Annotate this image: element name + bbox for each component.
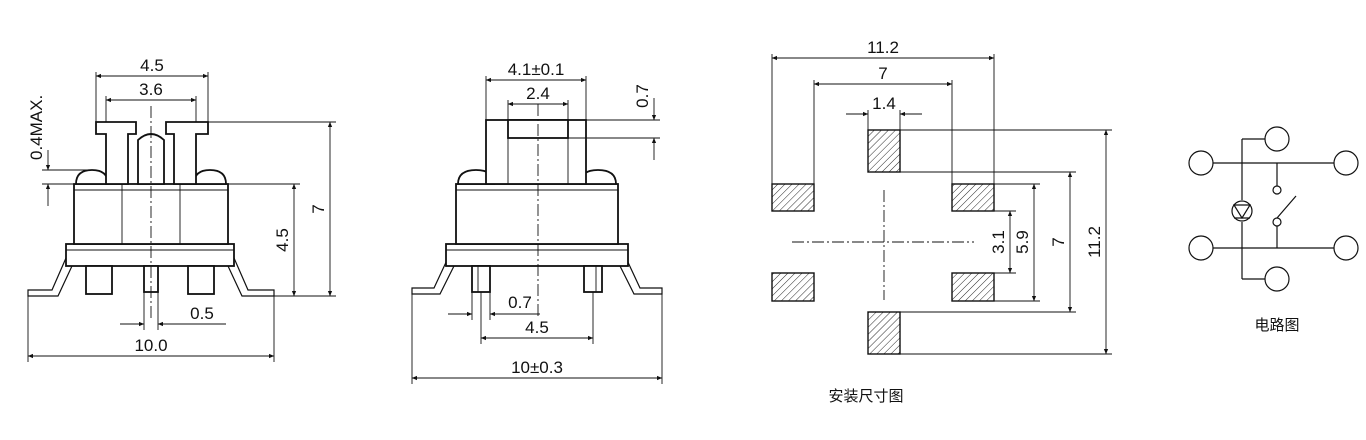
switch-lever-icon bbox=[1276, 195, 1297, 219]
dim-side-cap-width: 2.4 bbox=[526, 84, 550, 103]
front-pin-right bbox=[187, 265, 215, 295]
dim-side-actuator-width: 4.1±0.1 bbox=[508, 60, 565, 79]
pad-right-upper bbox=[951, 183, 995, 212]
side-pin-right bbox=[583, 265, 603, 293]
front-right-leg bbox=[227, 257, 275, 297]
switch-contact-bottom bbox=[1272, 217, 1282, 227]
dim-footprint-total-width: 11.2 bbox=[867, 38, 899, 57]
pad-right-lower bbox=[951, 272, 995, 302]
dim-side-total-width: 10±0.3 bbox=[511, 358, 563, 377]
led-icon bbox=[1231, 200, 1253, 222]
dim-footprint-pad-gap: 3.1 bbox=[989, 230, 1008, 254]
pad-bottom bbox=[867, 311, 901, 355]
front-left-leg bbox=[27, 257, 73, 297]
terminal-top bbox=[1264, 126, 1290, 152]
dim-side-pin-width: 0.7 bbox=[508, 293, 532, 312]
side-pin-left bbox=[471, 265, 491, 293]
dim-footprint-total-height: 11.2 bbox=[1085, 226, 1104, 258]
front-view: 4.5 3.6 0.4MAX. 7 4.5 0.5 10.0 bbox=[27, 56, 336, 362]
front-base-plate bbox=[65, 243, 235, 267]
side-view: 4.1±0.1 2.4 0.7 0.7 4.5 10±0.3 bbox=[411, 60, 663, 384]
dim-footprint-pad-span: 5.9 bbox=[1013, 230, 1032, 254]
dim-front-actuator-span: 3.6 bbox=[139, 80, 163, 99]
pad-top bbox=[867, 129, 901, 173]
front-dome-right bbox=[193, 169, 227, 185]
dim-front-pin-width: 0.5 bbox=[190, 304, 214, 323]
pad-left-upper bbox=[771, 183, 815, 212]
dim-front-height: 7 bbox=[309, 204, 328, 213]
switch-contact-top bbox=[1272, 185, 1282, 195]
dim-side-cap-height: 0.7 bbox=[633, 84, 652, 108]
dim-footprint-inner-height: 7 bbox=[1049, 237, 1068, 246]
dim-side-pin-pitch: 4.5 bbox=[525, 318, 549, 337]
dim-front-total-width: 10.0 bbox=[134, 336, 167, 355]
front-actuator-left bbox=[95, 121, 137, 185]
side-right-leg bbox=[619, 257, 663, 295]
terminal-bottom bbox=[1264, 266, 1290, 292]
dim-front-body-height: 4.5 bbox=[273, 228, 292, 252]
pad-left-lower bbox=[771, 272, 815, 302]
side-base-plate bbox=[445, 243, 629, 267]
terminal-left-top bbox=[1188, 150, 1214, 176]
footprint-caption: 安装尺寸图 bbox=[828, 387, 903, 405]
terminal-right-top bbox=[1333, 150, 1359, 176]
front-pin-left bbox=[85, 265, 113, 295]
dim-footprint-inner-width: 7 bbox=[878, 64, 887, 83]
terminal-right-bottom bbox=[1333, 235, 1359, 261]
dim-front-width-top: 4.5 bbox=[140, 56, 164, 75]
front-actuator-right bbox=[165, 121, 209, 185]
dim-footprint-pad-width: 1.4 bbox=[872, 94, 896, 113]
footprint-view: 11.2 7 1.4 3.1 5.9 7 11.2 安装尺寸图 bbox=[771, 38, 1112, 405]
front-plunger bbox=[137, 133, 165, 185]
terminal-left-bottom bbox=[1188, 235, 1214, 261]
front-dome-left bbox=[75, 169, 109, 185]
side-main-body bbox=[455, 183, 619, 245]
circuit-caption: 电路图 bbox=[1254, 316, 1299, 334]
circuit-diagram: 电路图 bbox=[1188, 126, 1359, 334]
side-left-leg bbox=[411, 257, 455, 295]
dim-front-dome-max: 0.4MAX. bbox=[27, 95, 46, 160]
